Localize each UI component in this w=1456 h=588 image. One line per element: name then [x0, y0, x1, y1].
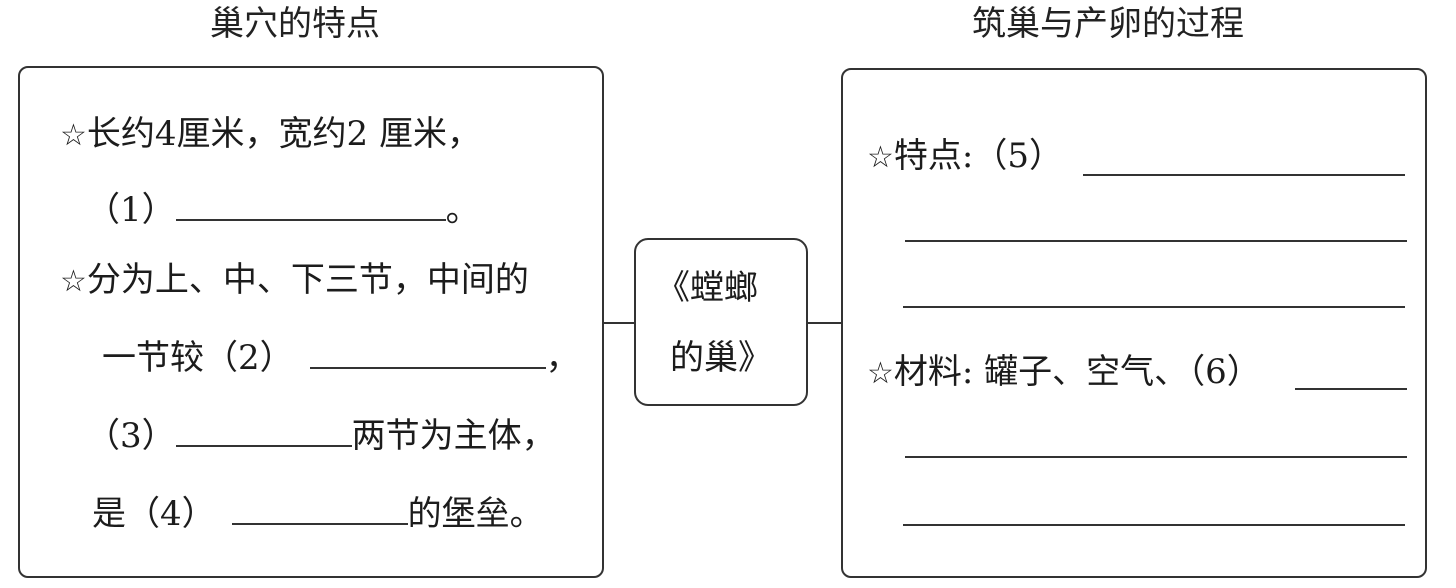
right-title: 筑巢与产卵的过程	[972, 4, 1244, 44]
is-text: 是（4）	[92, 494, 216, 534]
middle-section-text: 一节较（2）	[102, 338, 294, 378]
blank-4[interactable]	[231, 493, 408, 525]
nest-features-box: ☆长约4厘米，宽约2 厘米， （1）。 ☆分为上、中、下三节，中间的 一节较（2…	[18, 66, 604, 578]
left-row-3: ☆分为上、中、下三节，中间的	[60, 258, 529, 304]
left-row-6: 是（4） 的堡垒。	[92, 492, 544, 536]
feature-label: 特点:（5）	[893, 136, 1063, 176]
blank-6-line-2[interactable]	[905, 456, 1407, 458]
blank-2[interactable]	[309, 337, 546, 369]
blank-3-number: （3）	[86, 416, 176, 456]
star-icon: ☆	[60, 118, 87, 153]
material-row: ☆材料: 罐子、空气、（6）	[867, 350, 1261, 396]
book-title-box: 《螳螂 的巢》	[634, 238, 808, 406]
book-title-line-1: 《螳螂	[656, 268, 758, 308]
star-icon: ☆	[867, 140, 894, 175]
feature-row: ☆特点:（5）	[867, 134, 1063, 180]
fortress-text: 的堡垒。	[407, 494, 544, 534]
blank-1[interactable]	[175, 189, 446, 221]
comma: ，	[545, 338, 580, 378]
left-row-5: （3） 两节为主体，	[86, 414, 556, 458]
book-title-line-2: 的巢》	[670, 338, 772, 378]
period: 。	[445, 190, 480, 230]
blank-5-line-3[interactable]	[903, 306, 1405, 308]
blank-6-line-1[interactable]	[1295, 388, 1407, 390]
nest-building-box: ☆特点:（5） ☆材料: 罐子、空气、（6）	[841, 68, 1427, 578]
left-row-1: ☆长约4厘米，宽约2 厘米，	[60, 112, 481, 158]
main-body-text: 两节为主体，	[351, 416, 556, 456]
star-icon: ☆	[867, 356, 894, 391]
blank-5-line-2[interactable]	[905, 240, 1407, 242]
size-text: 长约4厘米，宽约2 厘米，	[86, 114, 481, 154]
star-icon: ☆	[60, 264, 87, 299]
connector-right	[808, 322, 842, 324]
connector-left	[604, 322, 636, 324]
blank-6-line-3[interactable]	[903, 524, 1405, 526]
blank-5-line-1[interactable]	[1083, 174, 1405, 176]
material-label: 材料: 罐子、空气、（6）	[893, 352, 1261, 392]
left-title: 巢穴的特点	[210, 4, 380, 44]
left-row-2: （1） 。	[86, 188, 480, 232]
sections-text: 分为上、中、下三节，中间的	[86, 260, 529, 300]
left-row-4: 一节较（2） ，	[102, 336, 580, 380]
blank-3[interactable]	[175, 415, 352, 447]
blank-1-number: （1）	[86, 190, 176, 230]
